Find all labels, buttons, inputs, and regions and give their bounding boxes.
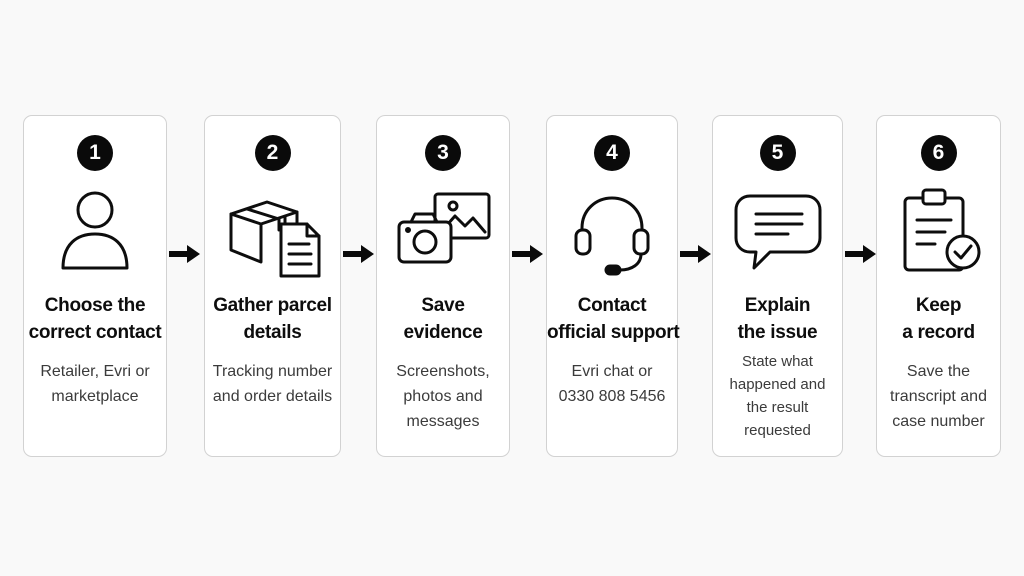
step-title: Contact official support [547, 295, 680, 343]
step-description: Retailer, Evri or marketplace [40, 363, 150, 405]
step-description: State what happened and the result reque… [729, 353, 826, 439]
step-card-6: 6 Keep a record Save the transcript and … [876, 115, 1001, 457]
step-number-badge: 1 [77, 135, 113, 171]
step-card-4: 4 Contact official support Evri chat or … [546, 115, 680, 457]
arrow-right-icon [341, 244, 375, 264]
step-title: Keep a record [902, 295, 975, 343]
step-description: Evri chat or 0330 808 5456 [558, 363, 666, 405]
headset-icon [564, 184, 660, 280]
arrow-right-icon [510, 244, 544, 264]
step-card-3: 3 Save evidence Screenshots, photos and … [376, 115, 510, 457]
step-description: Save the transcript and case number [890, 363, 987, 430]
step-title: Explain the issue [737, 295, 818, 343]
chat-bubble-icon [730, 184, 826, 280]
clipboard-check-icon [891, 184, 987, 280]
step-card-1: 1 Choose the correct contact Retailer, E… [23, 115, 167, 457]
step-card-5: 5 Explain the issue State what happened … [712, 115, 843, 457]
step-description: Screenshots, photos and messages [396, 363, 490, 430]
arrow-right-icon [167, 244, 201, 264]
step-title: Save evidence [403, 295, 483, 343]
arrow-right-icon [678, 244, 712, 264]
step-title: Choose the correct contact [28, 295, 162, 343]
step-title: Gather parcel details [213, 295, 332, 343]
step-number-badge: 6 [920, 135, 957, 171]
person-icon [47, 184, 143, 280]
parcel-document-icon [225, 184, 321, 280]
camera-photo-icon [395, 184, 491, 280]
step-number-badge: 3 [425, 135, 461, 171]
step-description: Tracking number and order details [212, 363, 333, 405]
step-number-badge: 5 [759, 135, 796, 171]
arrow-right-icon [843, 244, 877, 264]
step-card-2: 2 Gather parcel details Tracking number … [204, 115, 341, 457]
step-number-badge: 2 [254, 135, 291, 171]
step-number-badge: 4 [594, 135, 630, 171]
